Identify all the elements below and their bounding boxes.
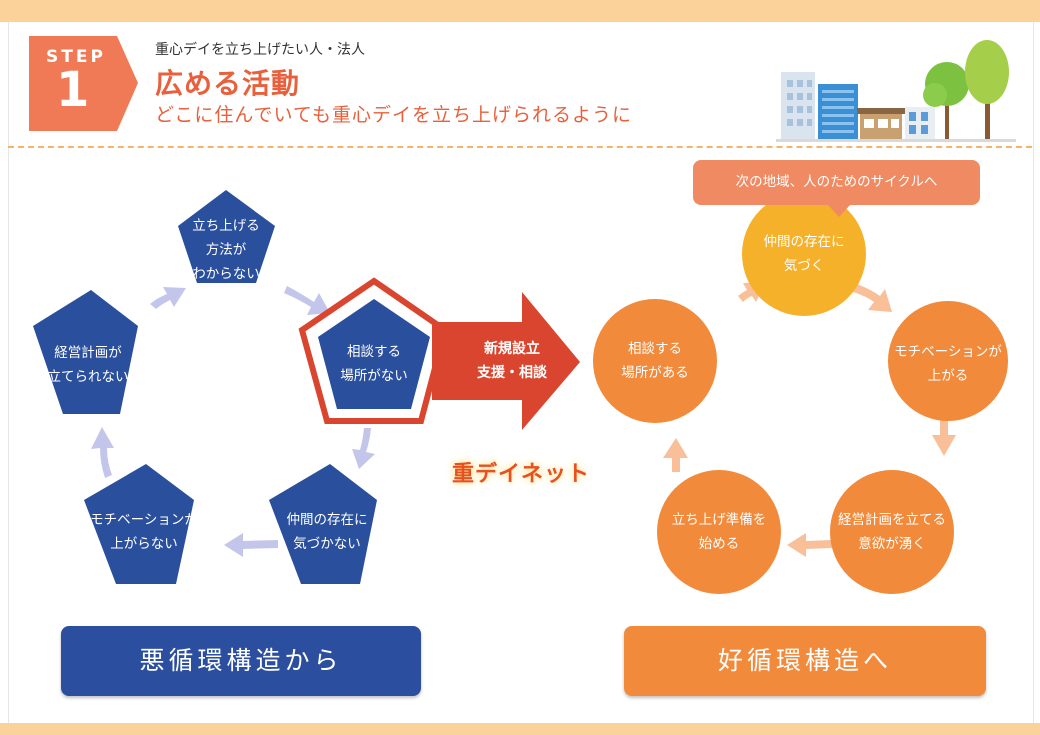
node-label: 気づかない — [293, 536, 361, 552]
virtuous-node-peers: 仲間の存在に 気づく — [764, 230, 845, 278]
node-label: 立ち上げる — [192, 218, 260, 234]
dotted-divider — [8, 146, 1032, 148]
step-number: 1 — [56, 62, 90, 118]
support-arrow-label: 新規設立 支援・相談 — [477, 337, 547, 385]
node-label: 始める — [698, 536, 740, 552]
virtuous-node-prepare: 立ち上げ準備を 始める — [672, 508, 767, 556]
callout-pointer — [827, 204, 851, 217]
node-label: 上がる — [927, 368, 969, 384]
highlight-pentagon — [318, 299, 430, 409]
virtuous-cycle-circles — [593, 299, 1008, 594]
city-illustration-icon — [776, 40, 1016, 142]
arrow-label-line: 支援・相談 — [477, 365, 547, 381]
node-label: 仲間の存在に — [763, 234, 845, 250]
pentagon-shape — [178, 190, 275, 283]
node-label: 立ち上げ準備を — [671, 512, 767, 528]
node-label: 意欲が湧く — [858, 536, 926, 552]
virtuous-cycle-banner: 好循環構造へ — [624, 626, 986, 696]
virtuous-node-consult: 相談する 場所がある — [621, 337, 689, 385]
node-label: 立てられない — [47, 369, 129, 385]
circle-yellow — [742, 192, 866, 316]
vicious-cycle-pentagons — [33, 190, 377, 584]
pentagon-shape — [269, 464, 377, 584]
network-name: 重デイネット — [452, 462, 591, 487]
node-label: 相談する — [628, 341, 682, 357]
node-label: 仲間の存在に — [286, 512, 368, 528]
node-label: 上がらない — [110, 536, 178, 552]
pentagon-shape — [33, 290, 138, 414]
node-label: モチベーションが — [90, 512, 198, 528]
vicious-cycle-arrows — [91, 286, 375, 557]
page-subtitle: 重心デイを立ち上げたい人・法人 — [155, 42, 365, 58]
virtuous-node-plan: 経営計画を立てる 意欲が湧く — [838, 508, 946, 556]
page-tagline: どこに住んでいても重心デイを立ち上げられるように — [155, 104, 632, 126]
next-cycle-callout: 次の地域、人のためのサイクルへ — [693, 160, 980, 205]
bottom-border — [0, 723, 1040, 735]
node-label: 場所がない — [340, 368, 408, 384]
node-label: 方法が — [205, 242, 247, 258]
pentagon-shape — [84, 464, 194, 584]
vicious-cycle-banner: 悪循環構造から — [61, 626, 421, 696]
node-label: 経営計画を立てる — [838, 512, 946, 528]
vicious-node-consult: 相談する 場所がない — [340, 340, 408, 388]
vicious-node-motivation: モチベーションが 上がらない — [90, 508, 198, 556]
circle-shape — [830, 470, 954, 594]
vicious-node-peers: 仲間の存在に 気づかない — [287, 508, 368, 556]
node-label: 場所がある — [621, 365, 689, 381]
circle-shape — [888, 301, 1008, 421]
page-title: 広める活動 — [155, 67, 301, 100]
node-label: 相談する — [347, 344, 401, 360]
vicious-node-plan: 経営計画が 立てられない — [48, 341, 129, 389]
arrow-label-line: 新規設立 — [484, 341, 540, 357]
step-label: STEP — [46, 47, 106, 67]
node-label: 気づく — [783, 258, 825, 274]
top-border — [0, 0, 1040, 22]
virtuous-node-motivation: モチベーションが 上がる — [894, 340, 1002, 388]
vicious-node-howto: 立ち上げる 方法が わからない — [192, 214, 260, 286]
circle-shape — [593, 299, 717, 423]
node-label: モチベーションが — [894, 344, 1002, 360]
support-arrow — [432, 292, 580, 430]
step-badge — [29, 36, 138, 131]
circle-shape — [657, 470, 781, 594]
node-label: わからない — [192, 266, 260, 282]
node-label: 経営計画が — [54, 345, 122, 361]
